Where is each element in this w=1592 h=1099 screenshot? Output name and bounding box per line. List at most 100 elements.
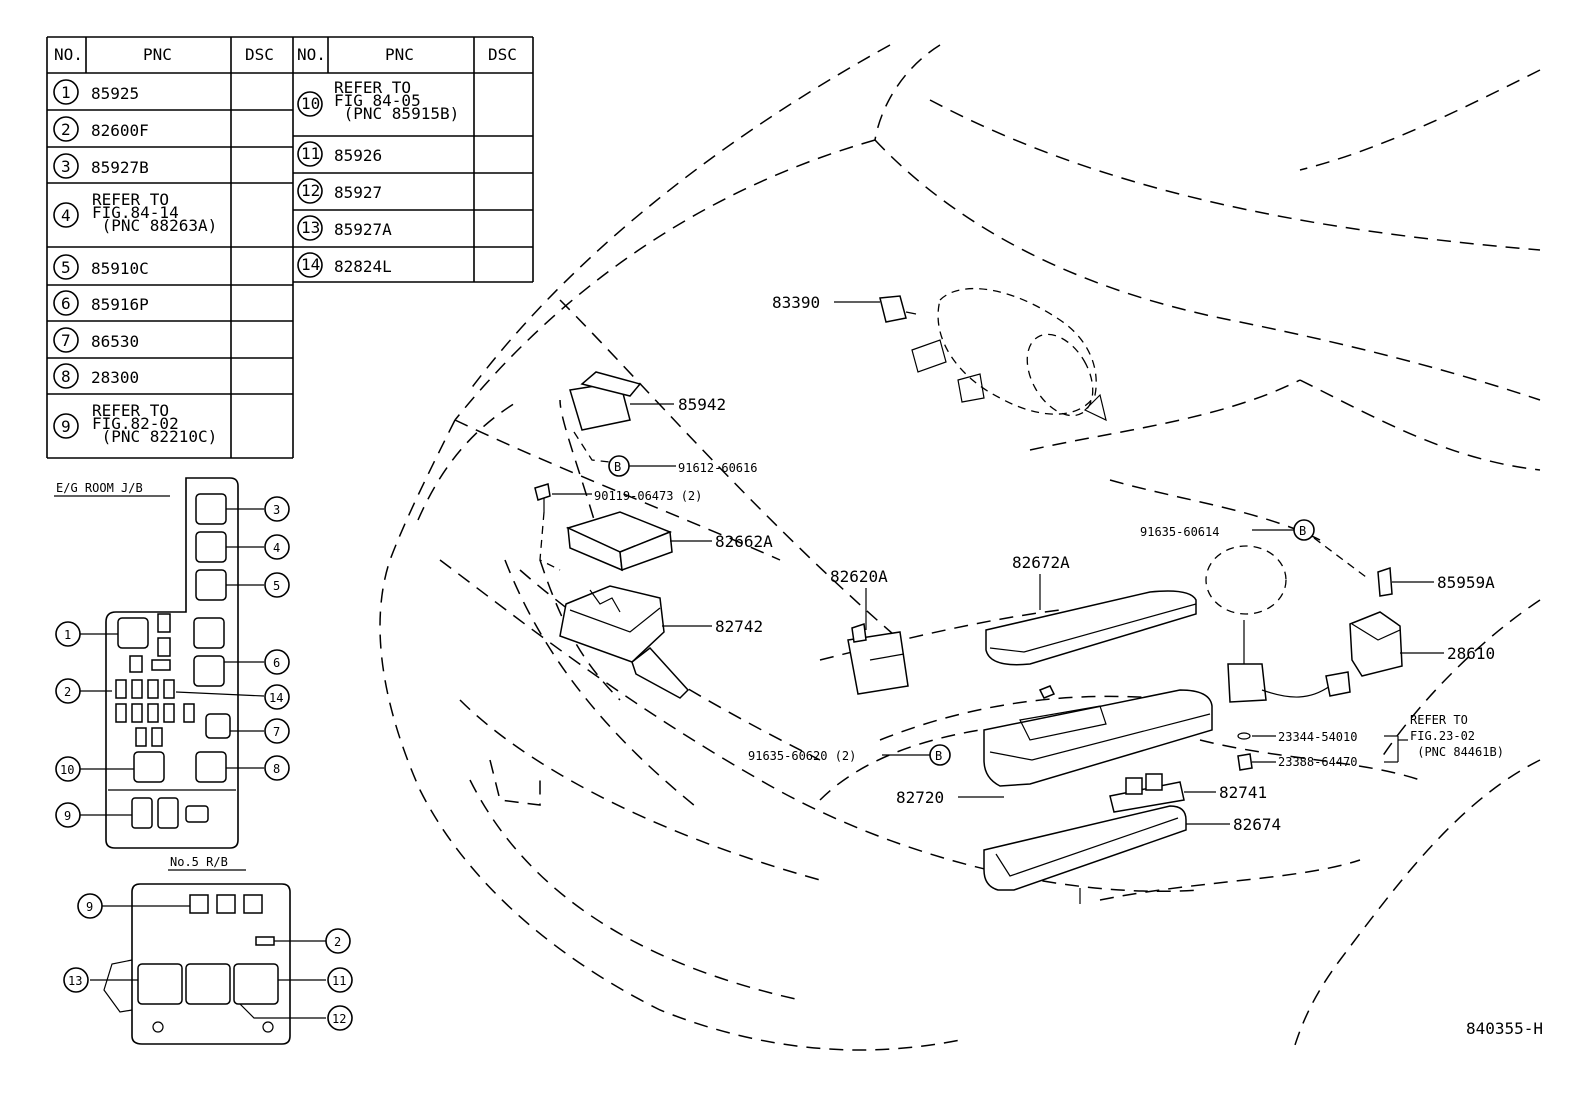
svg-text:7: 7 — [273, 725, 280, 739]
table-row: 12 85927 — [297, 178, 382, 204]
eg-room-jb-title: E/G ROOM J/B — [56, 481, 143, 495]
row-pnc-line: (PNC 82210C) — [92, 427, 217, 446]
svg-text:1: 1 — [64, 628, 71, 642]
vehicle-outline — [379, 44, 1541, 1051]
part-82720: 82720 — [896, 685, 1213, 807]
callout-3: 3 — [264, 496, 290, 522]
rb-callout-9: 9 — [77, 893, 103, 919]
eg-room-jb-legend: E/G ROOM J/B — [54, 477, 290, 849]
svg-text:8: 8 — [273, 762, 280, 776]
row-pnc: 85910C — [91, 259, 149, 278]
row-pnc: 28300 — [91, 368, 139, 387]
row-number: 10 — [301, 94, 320, 113]
part-82741: 82741 — [1109, 773, 1267, 813]
svg-text:10: 10 — [60, 763, 74, 777]
label-91635-60614: 91635-60614 — [1140, 525, 1219, 539]
callout-2: 2 — [55, 678, 81, 704]
refer-fig-23-02: REFER TO FIG.23-02 (PNC 84461B) — [1384, 713, 1504, 763]
part-83390: 83390 — [772, 293, 917, 323]
refer-line: FIG.23-02 — [1410, 729, 1475, 743]
row-number: 11 — [301, 144, 320, 163]
callout-1: 1 — [55, 621, 81, 647]
table-row: 3 85927B — [53, 153, 149, 179]
row-number: 8 — [61, 367, 71, 386]
row-pnc: 85927B — [91, 158, 149, 177]
row-pnc: 85926 — [334, 146, 382, 165]
label-91635-60620: 91635-60620 (2) — [748, 749, 856, 763]
figure-id: 840355-H — [1466, 1019, 1543, 1038]
row-pnc: 85927A — [334, 220, 392, 239]
col-header-no-right: NO. — [297, 45, 326, 64]
row-pnc-line: (PNC 85915B) — [334, 104, 459, 123]
row-pnc-line: (PNC 88263A) — [92, 216, 217, 235]
label-82662A: 82662A — [715, 532, 773, 551]
label-23388-64470: 23388-64470 — [1278, 755, 1357, 769]
part-82742: 82742 — [559, 585, 763, 699]
svg-text:5: 5 — [273, 579, 280, 593]
callout-5: 5 — [264, 572, 290, 598]
row-number: 5 — [61, 258, 71, 277]
refer-line: REFER TO — [1410, 713, 1468, 727]
sensor-assembly — [1205, 545, 1351, 703]
col-header-dsc-left: DSC — [245, 45, 274, 64]
table-row: 14 82824L — [297, 252, 392, 278]
row-number: 1 — [61, 83, 71, 102]
callout-6: 6 — [264, 649, 290, 675]
no5-rb-legend: No.5 R/B 9 2 13 11 12 — [63, 855, 353, 1045]
table-row: 5 85910C — [53, 254, 149, 280]
part-82620A: 82620A — [830, 567, 909, 695]
part-85942: 85942 — [569, 371, 726, 431]
row-number: 6 — [61, 294, 71, 313]
row-pnc: 85916P — [91, 295, 149, 314]
table-row: 9 REFER TO FIG.82-02 (PNC 82210C) — [53, 401, 217, 446]
label-85942: 85942 — [678, 395, 726, 414]
svg-text:14: 14 — [269, 691, 283, 705]
part-23388-64470: 23388-64470 — [1237, 753, 1357, 771]
part-90119-06473: 90119-06473 (2) — [534, 483, 702, 512]
callout-10: 10 — [55, 756, 81, 782]
part-91635-60620: 91635-60620 (2) B — [748, 744, 951, 766]
row-number: 13 — [301, 218, 320, 237]
row-number: 7 — [61, 331, 71, 350]
label-82674: 82674 — [1233, 815, 1281, 834]
table-right-block — [293, 37, 534, 283]
callout-7: 7 — [264, 718, 290, 744]
no5-rb-title: No.5 R/B — [170, 855, 228, 869]
part-82662A: 82662A — [565, 511, 773, 572]
part-91612-60616: B 91612-60616 — [608, 455, 757, 477]
row-number: 4 — [61, 206, 71, 225]
label-23344-54010: 23344-54010 — [1278, 730, 1357, 744]
table-row: 11 85926 — [297, 141, 382, 167]
label-85959A: 85959A — [1437, 573, 1495, 592]
table-row: 2 82600F — [53, 116, 149, 142]
table-row: 10 REFER TO FIG 84-05 (PNC 85915B) — [297, 78, 459, 123]
part-28610: 28610 — [1349, 611, 1495, 677]
row-pnc-line: FIG.84-14 — [92, 203, 179, 222]
svg-text:2: 2 — [64, 685, 71, 699]
label-82741: 82741 — [1219, 783, 1267, 802]
col-header-pnc-right: PNC — [385, 45, 414, 64]
pnc-table: NO. PNC DSC NO. PNC DSC 1 85925 2 82600F… — [46, 36, 534, 459]
row-number: 14 — [301, 255, 320, 274]
row-pnc: 86530 — [91, 332, 139, 351]
col-header-dsc-right: DSC — [488, 45, 517, 64]
vacuum-canister — [911, 288, 1107, 422]
table-row: 4 REFER TO FIG.84-14 (PNC 88263A) — [53, 190, 217, 235]
callout-8: 8 — [264, 755, 290, 781]
row-pnc-line: FIG 84-05 — [334, 91, 421, 110]
table-row: 13 85927A — [297, 215, 392, 241]
part-85959A: 85959A — [1377, 566, 1495, 597]
callout-4: 4 — [264, 534, 290, 560]
label-82742: 82742 — [715, 617, 763, 636]
label-82720: 82720 — [896, 788, 944, 807]
part-91635-60614: 91635-60614 B — [1140, 519, 1315, 541]
callout-14: 14 — [264, 684, 290, 710]
refer-line: (PNC 84461B) — [1410, 745, 1504, 759]
bolt-mark: B — [935, 749, 942, 763]
label-82620A: 82620A — [830, 567, 888, 586]
row-number: 9 — [61, 417, 71, 436]
svg-text:11: 11 — [332, 974, 346, 988]
label-90119-06473: 90119-06473 (2) — [594, 489, 702, 503]
part-82674: 82674 — [983, 805, 1281, 904]
callout-9: 9 — [55, 802, 81, 828]
